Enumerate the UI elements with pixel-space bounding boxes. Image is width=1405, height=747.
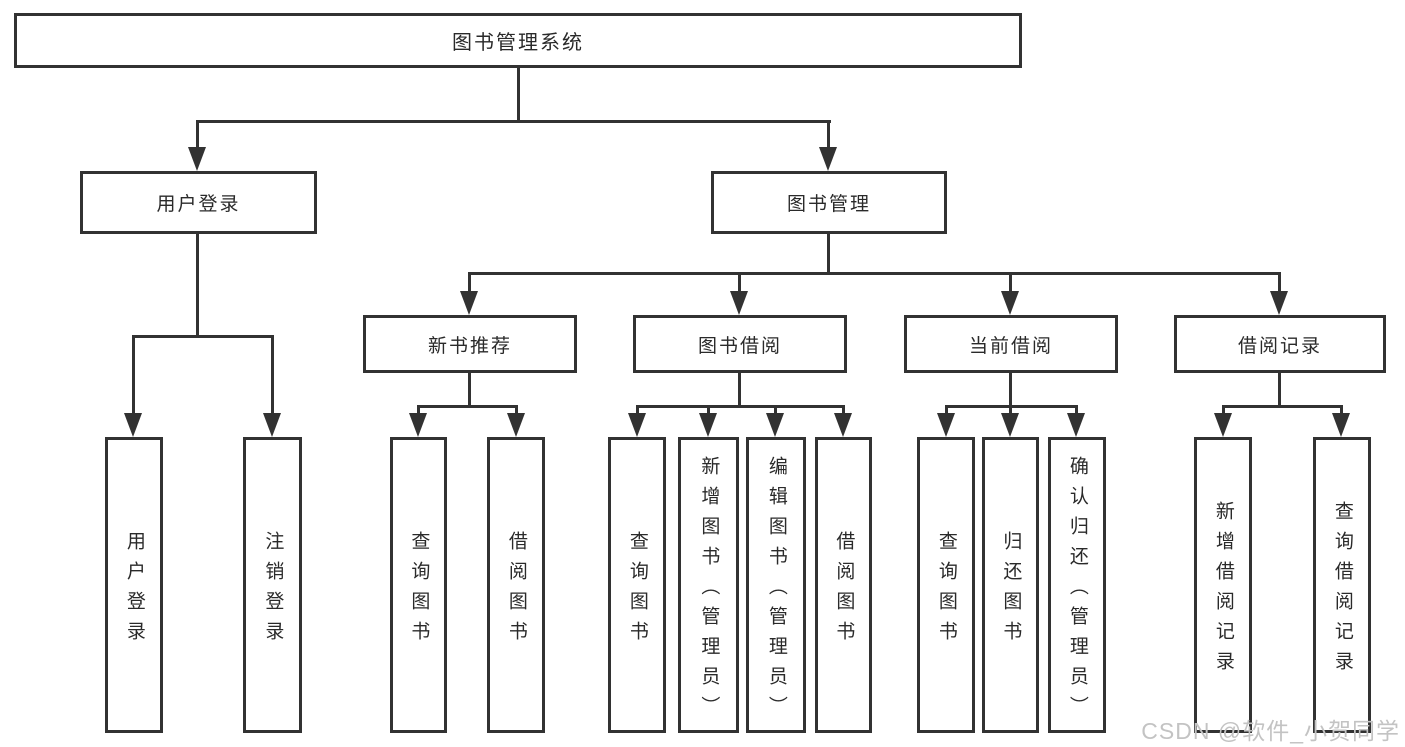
arrow-book-mgmt <box>819 147 837 171</box>
node-library-system: 图书管理系统 <box>14 13 1022 68</box>
leaf-edit-book-admin-label: 编辑图书（管理员） <box>765 455 787 726</box>
arrow-groupB-leaf1 <box>628 413 646 437</box>
arrow-groupD-leaf1 <box>1214 413 1232 437</box>
connector-drop-book-mgmt <box>827 120 830 150</box>
node-borrow-records: 借阅记录 <box>1174 315 1386 373</box>
connector-rail-login <box>132 335 274 338</box>
leaf-borrow-books-borrowing-label: 借阅图书 <box>833 530 855 651</box>
node-new-book-recommend: 新书推荐 <box>363 315 577 373</box>
leaf-query-books-current-label: 查询图书 <box>935 530 957 651</box>
leaf-user-login: 用户登录 <box>105 437 163 733</box>
connector-rail-groupA <box>417 405 518 408</box>
node-book-borrowing: 图书借阅 <box>633 315 847 373</box>
connector-groupB-drop3 <box>774 405 777 417</box>
leaf-add-borrow-record: 新增借阅记录 <box>1194 437 1252 733</box>
leaf-user-login-label: 用户登录 <box>123 530 145 651</box>
leaf-query-books-recommend-label: 查询图书 <box>408 530 430 651</box>
connector-groupC-drop <box>1009 373 1012 408</box>
arrow-borrow-records <box>1270 291 1288 315</box>
arrow-leaf-logout <box>263 413 281 437</box>
connector-groupB-drop1 <box>636 405 639 417</box>
node-current-borrowing: 当前借阅 <box>904 315 1118 373</box>
connector-groupD-drop1 <box>1222 405 1225 417</box>
connector-groupA-drop <box>468 373 471 408</box>
arrow-leaf-login <box>124 413 142 437</box>
leaf-borrow-books-borrowing: 借阅图书 <box>815 437 872 733</box>
arrow-groupB-leaf3 <box>766 413 784 437</box>
node-user-login: 用户登录 <box>80 171 317 234</box>
arrow-groupC-leaf1 <box>937 413 955 437</box>
connector-drop-leaf-login <box>132 335 135 415</box>
connector-groupD-drop2 <box>1340 405 1343 417</box>
arrow-user-login <box>188 147 206 171</box>
connector-groupA-drop1 <box>417 405 420 417</box>
connector-groupC-drop2 <box>1009 405 1012 417</box>
leaf-query-books-borrowing-label: 查询图书 <box>626 530 648 651</box>
connector-groupC-drop1 <box>945 405 948 417</box>
leaf-query-books-recommend: 查询图书 <box>390 437 447 733</box>
connector-drop-current-borrow <box>1009 272 1012 294</box>
connector-groupC-drop3 <box>1075 405 1078 417</box>
connector-rail-groupB <box>636 405 845 408</box>
connector-drop-book-borrow <box>738 272 741 294</box>
connector-root-drop <box>517 68 520 122</box>
arrow-groupB-leaf2 <box>699 413 717 437</box>
connector-groupB-drop2 <box>707 405 710 417</box>
arrow-groupD-leaf2 <box>1332 413 1350 437</box>
connector-rail-groupD <box>1222 405 1343 408</box>
leaf-query-borrow-record-label: 查询借阅记录 <box>1331 500 1353 681</box>
connector-rail-level2 <box>196 120 831 123</box>
leaf-return-books-label: 归还图书 <box>1000 530 1022 651</box>
leaf-edit-book-admin: 编辑图书（管理员） <box>746 437 806 733</box>
arrow-groupA-leaf2 <box>507 413 525 437</box>
arrow-current-borrow <box>1001 291 1019 315</box>
connector-drop-leaf-logout <box>271 335 274 415</box>
connector-groupB-drop <box>738 373 741 408</box>
arrow-new-book <box>460 291 478 315</box>
arrow-groupA-leaf1 <box>409 413 427 437</box>
leaf-borrow-books-recommend-label: 借阅图书 <box>505 530 527 651</box>
leaf-borrow-books-recommend: 借阅图书 <box>487 437 545 733</box>
node-book-management: 图书管理 <box>711 171 947 234</box>
connector-drop-user-login <box>196 120 199 150</box>
arrow-groupB-leaf4 <box>834 413 852 437</box>
leaf-query-borrow-record: 查询借阅记录 <box>1313 437 1371 733</box>
connector-groupA-drop2 <box>515 405 518 417</box>
arrow-groupC-leaf2 <box>1001 413 1019 437</box>
connector-groupD-drop <box>1278 373 1281 408</box>
watermark: CSDN @软件_小贺同学 <box>1141 718 1400 744</box>
leaf-add-book-admin-label: 新增图书（管理员） <box>698 455 720 726</box>
leaf-add-borrow-record-label: 新增借阅记录 <box>1212 500 1234 681</box>
connector-drop-new-book <box>468 272 471 294</box>
connector-login-drop <box>196 234 199 338</box>
connector-drop-borrow-records <box>1278 272 1281 294</box>
leaf-confirm-return-admin-label: 确认归还（管理员） <box>1066 455 1088 726</box>
leaf-add-book-admin: 新增图书（管理员） <box>678 437 739 733</box>
leaf-return-books: 归还图书 <box>982 437 1039 733</box>
connector-groupB-drop4 <box>842 405 845 417</box>
leaf-logout: 注销登录 <box>243 437 302 733</box>
connector-mgmt-drop <box>827 234 830 275</box>
leaf-confirm-return-admin: 确认归还（管理员） <box>1048 437 1106 733</box>
arrow-book-borrow <box>730 291 748 315</box>
leaf-logout-label: 注销登录 <box>262 530 284 651</box>
arrow-groupC-leaf3 <box>1067 413 1085 437</box>
leaf-query-books-borrowing: 查询图书 <box>608 437 666 733</box>
leaf-query-books-current: 查询图书 <box>917 437 975 733</box>
connector-rail-level3 <box>468 272 1281 275</box>
